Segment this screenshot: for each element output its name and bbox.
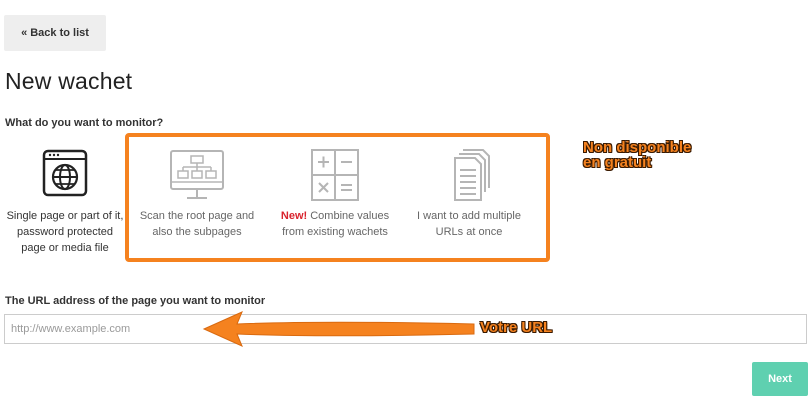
option-multiple-urls[interactable]: I want to add multiple URLs at once <box>404 148 534 240</box>
globe-browser-icon <box>42 149 88 197</box>
option-label: Single page or part of it, password prot… <box>6 210 124 254</box>
option-combine-values[interactable]: New! Combine values from existing wachet… <box>270 148 400 240</box>
new-badge: New! <box>280 210 308 222</box>
monitor-question-label: What do you want to monitor? <box>5 117 164 129</box>
your-url-annotation: Votre URL <box>480 319 553 336</box>
next-button[interactable]: Next <box>752 362 808 396</box>
option-label: I want to add multiple URLs at once <box>417 210 521 238</box>
back-to-list-button[interactable]: « Back to list <box>4 15 106 51</box>
url-input[interactable] <box>4 314 807 344</box>
documents-stack-icon <box>454 149 490 201</box>
option-scan-root-page[interactable]: Scan the root page and also the subpages <box>132 148 262 240</box>
option-label: Scan the root page and also the subpages <box>139 210 255 238</box>
not-available-highlight-box <box>125 133 550 262</box>
url-field-label: The URL address of the page you want to … <box>5 295 266 307</box>
sitemap-monitor-icon <box>170 150 224 199</box>
option-single-page[interactable]: Single page or part of it, password prot… <box>0 148 130 256</box>
not-available-annotation: Non disponible en gratuit <box>583 139 692 171</box>
arrow-left-icon <box>202 311 475 347</box>
math-operators-icon <box>311 149 359 201</box>
page-title: New wachet <box>5 68 133 94</box>
option-label: New! Combine values from existing wachet… <box>280 210 390 238</box>
